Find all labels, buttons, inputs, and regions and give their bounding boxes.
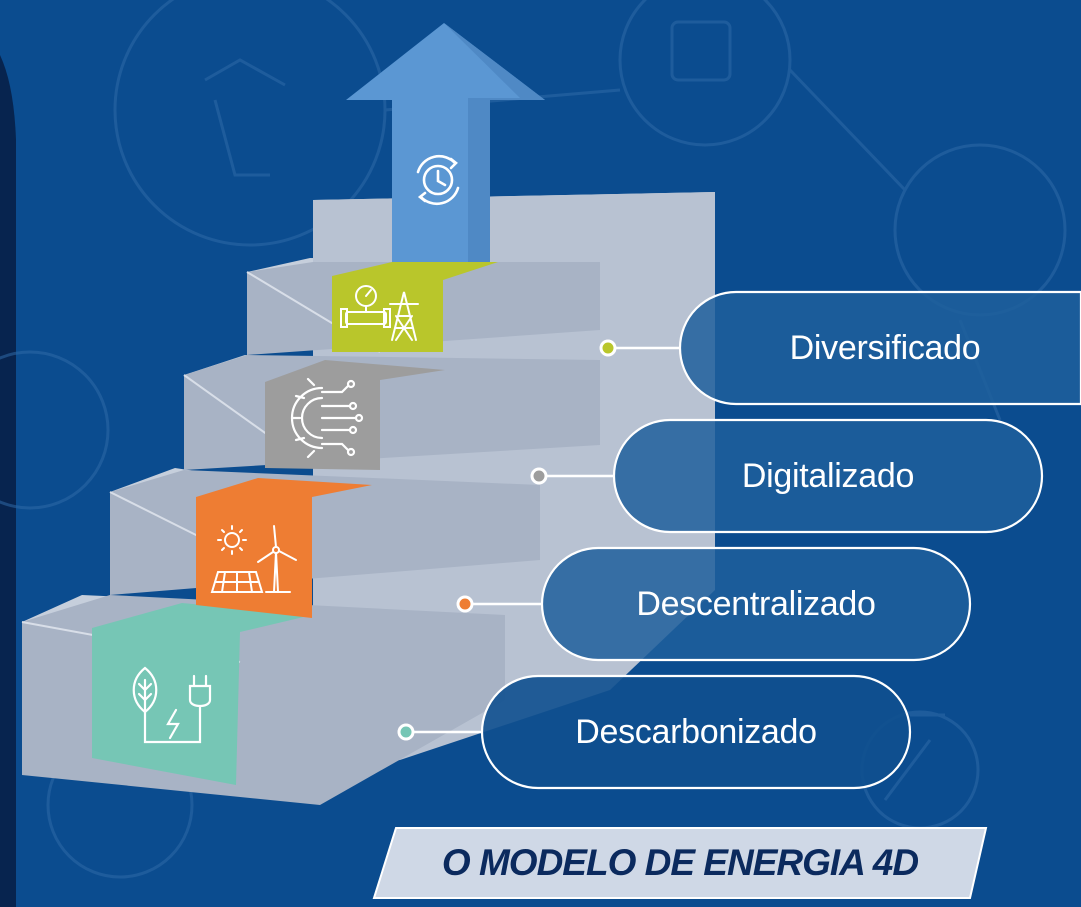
label-pills bbox=[480, 290, 1081, 790]
growth-arrow bbox=[346, 23, 545, 262]
connector-dots bbox=[397, 339, 617, 741]
step-descarbonizado bbox=[92, 603, 312, 785]
dot-digitalizado bbox=[530, 467, 548, 485]
pressure-gauge-pipeline-power-tower-icon bbox=[340, 285, 419, 341]
left-dark-panel bbox=[0, 55, 16, 907]
label-diversificado: Diversificado bbox=[789, 328, 981, 367]
connectors bbox=[409, 346, 680, 734]
label-descarbonizado: Descarbonizado bbox=[575, 712, 817, 751]
dot-descarbonizado bbox=[397, 723, 415, 741]
diagram-caption: O MODELO DE ENERGIA 4D bbox=[441, 842, 919, 883]
label-descentralizado: Descentralizado bbox=[636, 584, 876, 623]
step-digitalizado bbox=[265, 360, 445, 470]
dot-descentralizado bbox=[456, 595, 474, 613]
leaf-plug-electricity-icon bbox=[132, 666, 212, 744]
caption-box bbox=[372, 827, 988, 899]
digital-gear-circuit-icon bbox=[290, 377, 364, 459]
label-digitalizado: Digitalizado bbox=[741, 456, 915, 495]
dot-diversificado bbox=[599, 339, 617, 357]
clock-cycle-icon bbox=[416, 154, 460, 206]
step-diversificado bbox=[332, 262, 498, 352]
sun-solar-panel-wind-turbine-icon bbox=[210, 525, 297, 593]
